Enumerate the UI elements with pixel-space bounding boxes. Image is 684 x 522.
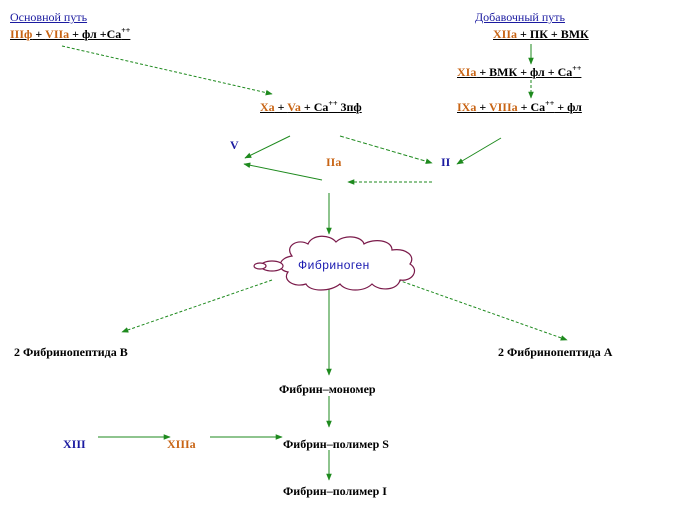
- superscript: ++: [572, 64, 582, 73]
- factor-viiia: VIIIa: [488, 100, 518, 114]
- arrow-x-to-v: [244, 135, 291, 159]
- xa-formula: Xa + Va + Са++ 3пф: [260, 99, 362, 115]
- factor-xiiia: XIIIa: [167, 437, 196, 451]
- plus: +: [274, 100, 288, 114]
- plus: +: [476, 100, 489, 114]
- xia-formula: XIa + ВМК + фл + Са++: [457, 64, 582, 80]
- factor-ii: II: [441, 155, 451, 169]
- factor-v: V: [230, 138, 239, 152]
- main-path-title: Основной путь: [10, 10, 88, 24]
- factor-xa: Xa: [260, 100, 275, 114]
- plus: +: [32, 27, 46, 41]
- arrow-fibrinogen-to-fpa: [397, 279, 568, 341]
- ixa-formula: IXa + VIIIa + Са++ + фл: [457, 99, 582, 115]
- superscript: ++: [328, 99, 338, 108]
- fibrinopeptide-b: 2 Фибринопептида В: [14, 345, 128, 359]
- fibrinogen-label: Фибриноген: [298, 258, 370, 272]
- xa-tail: 3пф: [337, 100, 362, 114]
- arrow-fibrinogen-to-fpb: [121, 279, 273, 333]
- superscript: ++: [545, 99, 555, 108]
- fibrin-monomer: Фибрин–мономер: [279, 382, 376, 396]
- extra-path-title: Добавочный путь: [475, 10, 565, 24]
- ixa-rest: + Са: [517, 100, 546, 114]
- arrow-x-to-ii: [339, 135, 433, 164]
- superscript: ++: [121, 26, 131, 35]
- factor-ixa: IXa: [457, 100, 477, 114]
- fibrin-polymer-i: Фибрин–полимер I: [283, 484, 387, 498]
- factor-viia: VIIa: [45, 27, 70, 41]
- factor-iia: IIa: [326, 155, 342, 169]
- main-path-rest: + фл +Са: [69, 27, 122, 41]
- factor-xiia: XIIa: [493, 27, 518, 41]
- main-path-formula: IIIф + VIIa + фл +Са++: [10, 26, 131, 42]
- fibrinopeptide-a: 2 Фибринопептида А: [498, 345, 613, 359]
- xa-rest: + Са: [300, 100, 329, 114]
- factor-xiii: XIII: [63, 437, 86, 451]
- factor-iiif: IIIф: [10, 27, 33, 41]
- xia-rest: + ВМК + фл + Са: [476, 65, 573, 79]
- factor-xia: XIa: [457, 65, 477, 79]
- fibrin-polymer-s: Фибрин–полимер S: [283, 437, 389, 451]
- extra-path-formula: XIIa + ПК + ВМК: [493, 27, 589, 41]
- factor-va: Va: [287, 100, 301, 114]
- fibrinogen-cloud: [253, 235, 415, 291]
- ixa-tail: + фл: [554, 100, 582, 114]
- arrow-main-to-xa: [61, 45, 273, 96]
- extra-path-rest: + ПК + ВМК: [517, 27, 589, 41]
- arrow-iia-to-v: [243, 162, 323, 181]
- arrow-ix-to-ii: [456, 137, 502, 165]
